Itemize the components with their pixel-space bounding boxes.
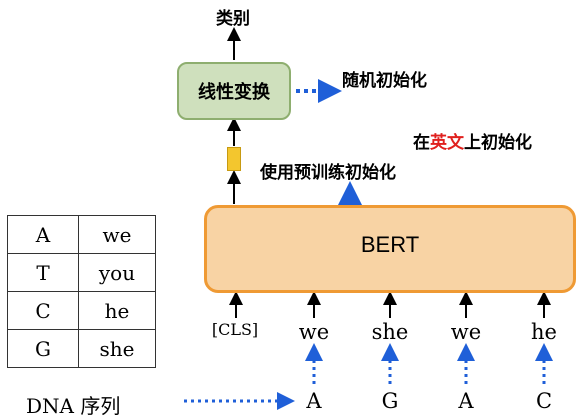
nucleotide-1: A (306, 389, 322, 413)
english-init-highlight: 英文 (430, 133, 464, 153)
english-init-suffix: 上初始化 (464, 133, 532, 153)
nucleotide-4: C (535, 389, 553, 413)
dna-label-latin: DNA (26, 394, 74, 418)
table-cell-nucleotide: A (7, 215, 79, 254)
bert-label: BERT (360, 232, 420, 257)
table-cell-word: he (78, 291, 156, 330)
dna-sequence-label: DNA 序列 (26, 390, 120, 419)
table-cell-nucleotide: C (7, 291, 79, 330)
table-row: A we (7, 215, 156, 254)
random-init-label: 随机初始化 (342, 71, 427, 91)
token-3: we (450, 320, 482, 344)
english-init-prefix: 在 (413, 133, 430, 153)
table-row: T you (7, 253, 156, 292)
pretrain-init-label: 使用预训练初始化 (260, 163, 396, 183)
token-1: we (298, 320, 330, 344)
table-row: G she (7, 329, 156, 368)
nucleotide-3: A (458, 389, 474, 413)
table-cell-word: we (78, 215, 156, 254)
output-class-label: 类别 (216, 9, 250, 29)
token-cls: [CLS] (211, 320, 259, 339)
token-2: she (371, 320, 409, 344)
table-cell-word: she (78, 329, 156, 368)
table-cell-word: you (78, 253, 156, 292)
nucleotide-2: G (381, 389, 399, 413)
token-4: he (531, 320, 557, 344)
table-cell-nucleotide: T (7, 253, 79, 292)
dna-label-zh: 序列 (80, 394, 121, 418)
linear-transform-label: 线性变换 (198, 82, 270, 103)
cls-vector-block (227, 147, 241, 171)
nucleotide-word-mapping-table: A we T you C he G she (7, 215, 156, 368)
linear-transform-box: 线性变换 (177, 62, 291, 120)
english-init-label: 在英文上初始化 (413, 128, 532, 153)
table-cell-nucleotide: G (7, 329, 79, 368)
bert-block (204, 205, 576, 293)
table-row: C he (7, 291, 156, 330)
